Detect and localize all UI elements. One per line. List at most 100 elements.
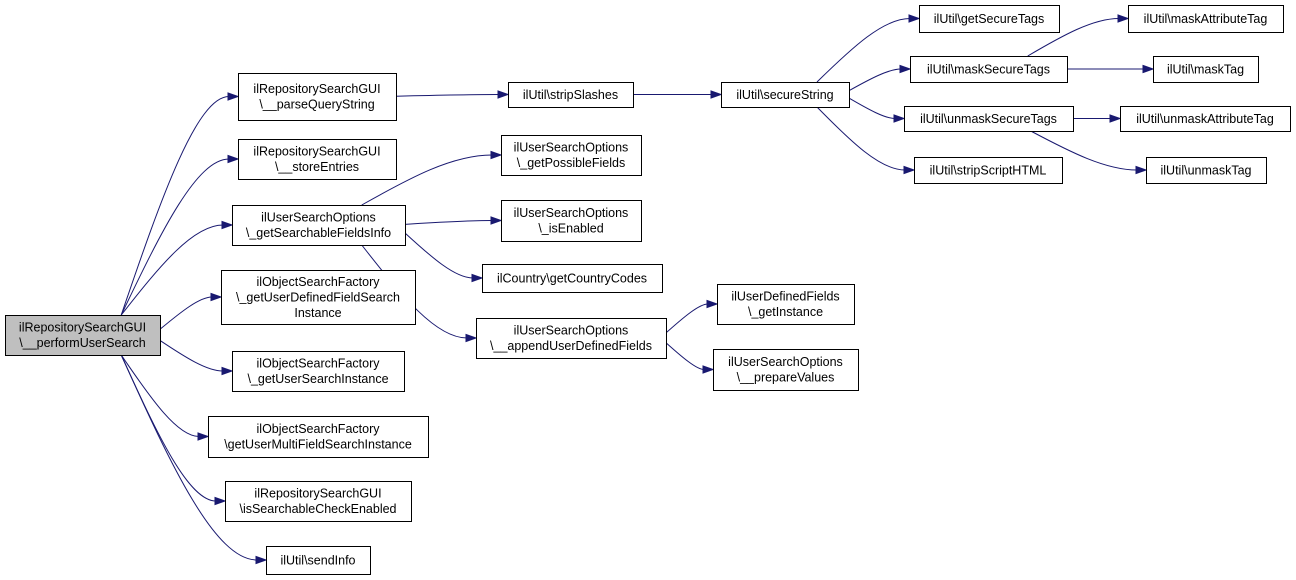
node-maskAttributeTag[interactable]: ilUtil\maskAttributeTag [1128,5,1284,33]
arrowhead [1117,14,1130,23]
arrowhead [899,64,912,74]
node-label-line: \__parseQueryString [259,98,374,112]
edge-secureString-to-maskSecureTags [848,68,902,92]
edge-secureString-to-stripScriptHTML [816,106,906,171]
node-getCountryCodes[interactable]: ilCountry\getCountryCodes [482,264,663,293]
node-box [225,481,412,522]
arrowhead [903,165,916,175]
node-box [238,73,397,121]
nodes-layer: ilRepositorySearchGUI\__performUserSearc… [5,5,1291,575]
node-getInstance[interactable]: ilUserDefinedFields\_getInstance [717,284,855,325]
node-label-line: \_getUserDefinedFieldSearch [236,290,400,304]
node-getSearchableFieldsInfo[interactable]: ilUserSearchOptions\_getSearchableFields… [232,205,406,246]
node-box [1146,157,1267,184]
node-stripSlashes[interactable]: ilUtil\stripSlashes [508,82,634,108]
node-label-line: ilUserSearchOptions [728,355,843,369]
arrowhead [221,220,234,230]
edge-performUserSearch-to-parseQueryString [120,96,230,316]
node-unmaskAttributeTag[interactable]: ilUtil\unmaskAttributeTag [1120,106,1291,132]
node-label-line: ilCountry\getCountryCodes [497,271,647,285]
node-label-line: ilObjectSearchFactory [257,357,381,371]
edge-performUserSearch-to-sendInfo [120,354,258,561]
edge-secureString-to-getSecureTags [816,18,911,83]
node-box [919,5,1060,33]
arrowhead [908,14,921,23]
arrowhead [490,216,503,225]
edge-getSearchableFieldsInfo-to-isEnabled [404,220,493,225]
edge-performUserSearch-to-isSearchableCheckEnabled [120,354,217,502]
arrowhead [465,333,478,343]
edge-maskSecureTags-to-maskAttributeTag [1027,18,1120,57]
arrowhead [702,365,715,374]
arrowhead [490,150,503,160]
node-parseQueryString[interactable]: ilRepositorySearchGUI\__parseQueryString [238,73,397,121]
node-getUserMultiFieldSearchInstance[interactable]: ilObjectSearchFactory\getUserMultiFieldS… [208,416,429,458]
node-box [266,546,371,575]
node-label-line: ilUtil\maskAttributeTag [1144,12,1268,26]
edges-layer [120,14,1155,565]
edge-getSearchableFieldsInfo-to-getPossibleFields [361,154,493,206]
node-box [717,284,855,325]
edge-secureString-to-unmaskSecureTags [848,97,896,119]
node-box [904,106,1074,132]
arrowhead [706,299,719,309]
edge-performUserSearch-to-getUserSearchInstance [159,339,224,372]
node-label-line: ilUtil\secureString [736,88,833,102]
node-isSearchableCheckEnabled[interactable]: ilRepositorySearchGUI\isSearchableCheckE… [225,481,412,522]
edge-appendUserDefinedFields-to-getInstance [665,303,709,334]
edge-getSearchableFieldsInfo-to-getCountryCodes [404,232,474,279]
node-box [713,349,859,391]
node-maskTag[interactable]: ilUtil\maskTag [1153,56,1259,83]
node-label-line: Instance [294,306,341,320]
node-label-line: \_getSearchableFieldsInfo [246,226,391,240]
node-label-line: ilUtil\getSecureTags [934,12,1044,26]
node-getUserDefinedFieldSearchInstance[interactable]: ilObjectSearchFactory\_getUserDefinedFie… [221,270,416,325]
edge-performUserSearch-to-getUserMultiFieldSearchInstance [120,354,200,437]
node-box [501,200,642,242]
node-sendInfo[interactable]: ilUtil\sendInfo [266,546,371,575]
node-box [482,264,663,293]
node-prepareValues[interactable]: ilUserSearchOptions \__prepareValues [713,349,859,391]
node-label-line: ilUserSearchOptions [514,141,629,155]
node-getPossibleFields[interactable]: ilUserSearchOptions\_getPossibleFields [501,135,642,176]
node-label-line: \_isEnabled [538,222,603,236]
node-label-line: \__storeEntries [275,160,359,174]
node-label-line: \__prepareValues [737,371,835,385]
node-label-line: ilUserSearchOptions [514,206,629,220]
node-unmaskSecureTags[interactable]: ilUtil\unmaskSecureTags [904,106,1074,132]
node-label-line: ilUtil\unmaskAttributeTag [1136,112,1274,126]
node-label-line: ilUtil\maskTag [1167,62,1244,76]
node-appendUserDefinedFields[interactable]: ilUserSearchOptions\__appendUserDefinedF… [476,318,667,359]
node-box [238,139,397,180]
node-getUserSearchInstance[interactable]: ilObjectSearchFactory\_getUserSearchInst… [232,351,405,392]
node-label-line: \__performUserSearch [19,336,145,350]
node-unmaskTag[interactable]: ilUtil\unmaskTag [1146,157,1267,184]
node-stripScriptHTML[interactable]: ilUtil\stripScriptHTML [914,157,1063,184]
node-box [221,270,416,325]
node-getSecureTags[interactable]: ilUtil\getSecureTags [919,5,1060,33]
arrowhead [1135,165,1148,175]
node-box [232,205,406,246]
node-box [1128,5,1284,33]
arrowhead [210,292,223,302]
node-secureString[interactable]: ilUtil\secureString [721,82,850,108]
arrowhead [227,92,240,101]
node-maskSecureTags[interactable]: ilUtil\maskSecureTags [910,56,1068,83]
arrowhead [221,366,234,376]
node-isEnabled[interactable]: ilUserSearchOptions \_isEnabled [501,200,642,242]
edge-parseQueryString-to-stripSlashes [395,94,500,97]
node-label-line: \_getInstance [748,305,823,319]
arrowhead [893,114,906,123]
node-label-line: \_getUserSearchInstance [247,372,388,386]
edge-performUserSearch-to-getSearchableFieldsInfo [120,224,224,316]
node-label-line: ilRepositorySearchGUI [19,321,146,335]
node-label-line: ilUtil\stripScriptHTML [930,163,1047,177]
arrowhead [255,555,268,565]
node-box [232,351,405,392]
node-storeEntries[interactable]: ilRepositorySearchGUI\__storeEntries [238,139,397,180]
node-performUserSearch[interactable]: ilRepositorySearchGUI\__performUserSearc… [5,315,161,356]
node-label-line: ilUtil\sendInfo [280,553,355,567]
node-label-line: \_getPossibleFields [517,156,625,170]
edge-getSearchableFieldsInfo-to-appendUserDefinedFields [361,244,468,339]
arrowhead [214,496,227,506]
